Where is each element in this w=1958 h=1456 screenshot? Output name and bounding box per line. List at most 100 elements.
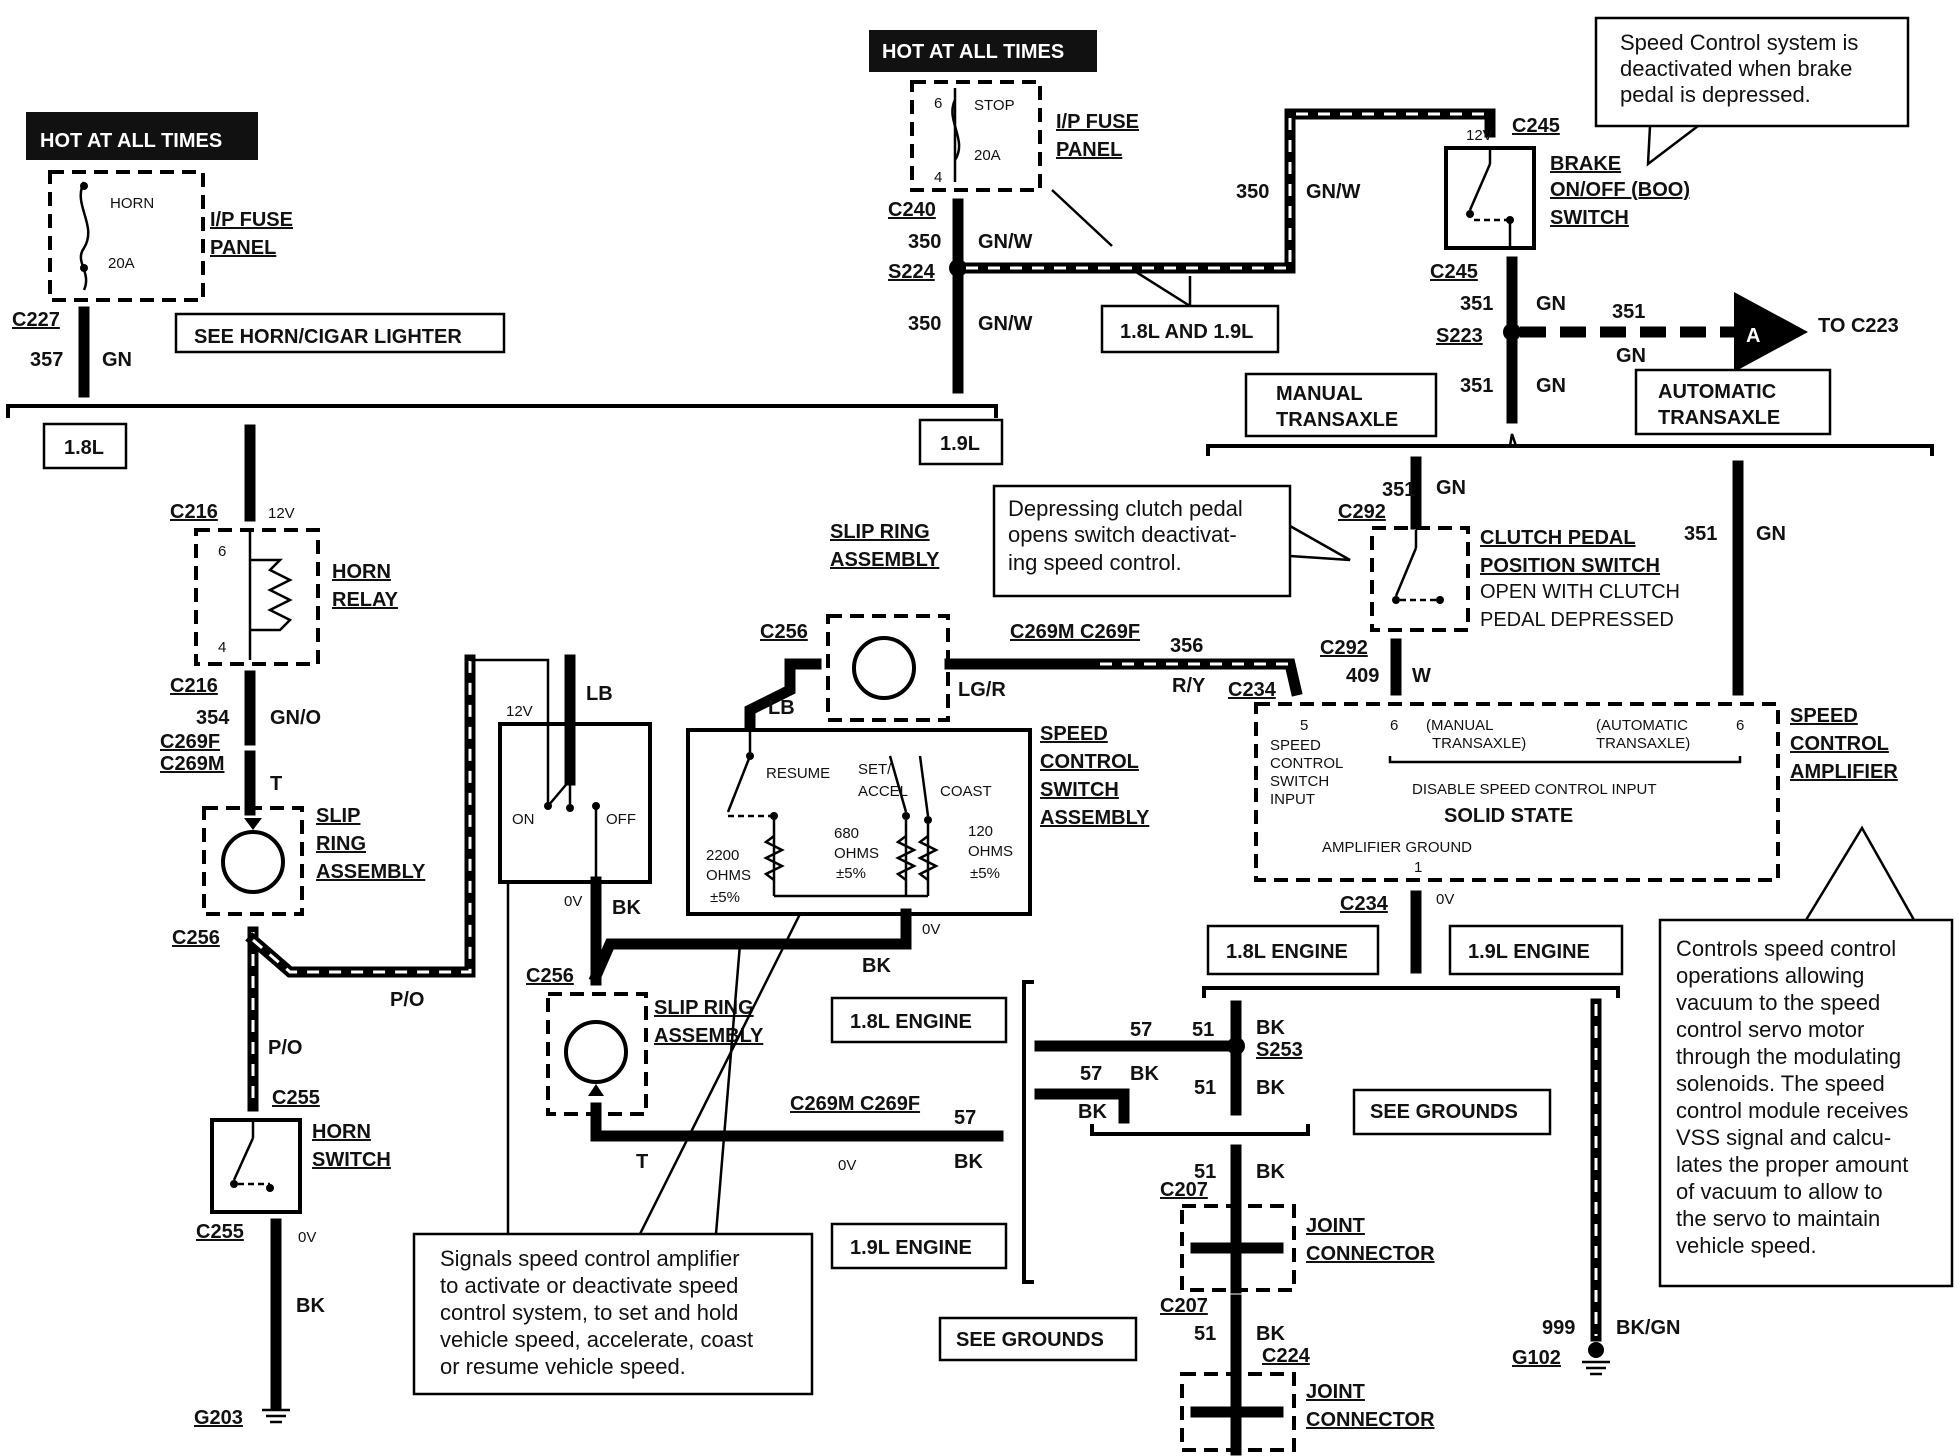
note-amp-l8: VSS signal and calcu- bbox=[1676, 1125, 1891, 1150]
slip-ring-top bbox=[826, 614, 950, 722]
label-po-b: P/O bbox=[268, 1037, 302, 1059]
note-amp-l9: lates the proper amount bbox=[1676, 1152, 1908, 1177]
onoff-on: ON bbox=[512, 811, 535, 828]
horn-relay: 6 4 bbox=[194, 528, 320, 666]
label-51b: 51 bbox=[1194, 1077, 1216, 1099]
amp-input-l3: SWITCH bbox=[1270, 773, 1329, 790]
label-c224: C224 bbox=[1262, 1345, 1311, 1367]
scs-l4: ASSEMBLY bbox=[1040, 807, 1150, 829]
note-amp: Controls speed control operations allowi… bbox=[1658, 825, 1954, 1288]
sw-set: SET/ bbox=[858, 761, 892, 778]
see-grounds-b: SEE GROUNDS bbox=[1370, 1101, 1518, 1123]
horn-relay-l1: HORN bbox=[332, 561, 391, 583]
note-switch-l1: Signals speed control amplifier bbox=[440, 1246, 740, 1271]
label-c207a: C207 bbox=[1160, 1179, 1208, 1201]
label-s224: S224 bbox=[888, 261, 936, 283]
fuse-left-label2: PANEL bbox=[210, 237, 276, 259]
label-351c: 351 bbox=[1612, 301, 1645, 323]
label-0v-bot: 0V bbox=[838, 1157, 856, 1174]
label-g203: G203 bbox=[194, 1407, 243, 1429]
label-bkgn: BK/GN bbox=[1616, 1317, 1680, 1339]
note-amp-l7: control module receives bbox=[1676, 1098, 1908, 1123]
brake-l1: BRAKE bbox=[1550, 153, 1621, 175]
label-51a: 51 bbox=[1192, 1019, 1214, 1041]
label-gno: GN/O bbox=[270, 707, 321, 729]
speed-control-amplifier: 5 6 6 SPEED CONTROL SWITCH INPUT (MANUAL… bbox=[1254, 702, 1780, 882]
clutch-l2: POSITION SWITCH bbox=[1480, 555, 1660, 577]
label-c255b: C255 bbox=[196, 1221, 244, 1243]
manual-l1: MANUAL bbox=[1276, 383, 1363, 405]
note-brake: Speed Control system is deactivated when… bbox=[1594, 16, 1910, 167]
joint-a-l2: CONNECTOR bbox=[1306, 1243, 1435, 1265]
fuse-mid-rating: 20A bbox=[974, 147, 1001, 164]
amp-pin5: 5 bbox=[1300, 717, 1308, 734]
relay-pin4: 4 bbox=[218, 639, 226, 656]
note-clutch: Depressing clutch pedal opens switch dea… bbox=[992, 484, 1351, 598]
onoff-12v: 12V bbox=[506, 703, 533, 720]
note-switch-l5: or resume vehicle speed. bbox=[440, 1354, 686, 1379]
fuse-left-label1: I/P FUSE bbox=[210, 209, 293, 231]
amp-pin6b: 6 bbox=[1736, 717, 1744, 734]
label-51d: 51 bbox=[1194, 1323, 1216, 1345]
note-switch: Signals speed control amplifier to activ… bbox=[412, 1232, 814, 1396]
label-356: 356 bbox=[1170, 635, 1203, 657]
res1-t: ±5% bbox=[836, 865, 866, 882]
label-351e: 351 bbox=[1382, 479, 1415, 501]
label-c234b: C234 bbox=[1340, 893, 1389, 915]
scs-l2: CONTROL bbox=[1040, 751, 1139, 773]
label-bk-d: BK bbox=[1256, 1077, 1285, 1099]
horn-switch bbox=[210, 1118, 302, 1214]
note-amp-l11: the servo to maintain bbox=[1676, 1206, 1880, 1231]
see-horn-text: SEE HORN/CIGAR LIGHTER bbox=[194, 326, 462, 348]
label-gn-357: GN bbox=[102, 349, 132, 371]
brake-l2: ON/OFF (BOO) bbox=[1550, 179, 1690, 201]
note-clutch-l3: ing speed control. bbox=[1008, 550, 1182, 575]
label-c255a: C255 bbox=[272, 1087, 320, 1109]
label-bk-57a: BK bbox=[954, 1151, 983, 1173]
label-lb-b: LB bbox=[768, 697, 795, 719]
amp-gnd: AMPLIFIER GROUND bbox=[1322, 839, 1472, 856]
hot-header-mid: HOT AT ALL TIMES bbox=[869, 30, 1097, 72]
note-amp-l10: of vacuum to allow to bbox=[1676, 1179, 1883, 1204]
label-t-a: T bbox=[270, 773, 282, 795]
label-357: 357 bbox=[30, 349, 63, 371]
label-51c: 51 bbox=[1194, 1161, 1216, 1183]
slip-ring-l2: RING bbox=[316, 833, 366, 855]
eng18-box-a: 1.8L ENGINE bbox=[850, 1011, 972, 1033]
sw-coast: COAST bbox=[940, 783, 992, 800]
on-off-switch: 12V ON OFF 0V bbox=[498, 654, 652, 910]
amp-manual-l1: (MANUAL bbox=[1426, 717, 1494, 734]
relay-pin1: 6 bbox=[218, 543, 226, 560]
clutch-l1: CLUTCH PEDAL bbox=[1480, 527, 1636, 549]
clutch-l4: PEDAL DEPRESSED bbox=[1480, 609, 1674, 631]
label-g102: G102 bbox=[1512, 1347, 1561, 1369]
brake-12v: 12V bbox=[1466, 127, 1493, 144]
label-c207b: C207 bbox=[1160, 1295, 1208, 1317]
note-switch-l3: control system, to set and hold bbox=[440, 1300, 738, 1325]
label-c256b: C256 bbox=[760, 621, 808, 643]
speed-control-switch-assembly: RESUME SET/ ACCEL COAST 2200 OHMS ±5% 68… bbox=[686, 728, 1032, 916]
note-amp-l1: Controls speed control bbox=[1676, 936, 1896, 961]
label-12v-relay: 12V bbox=[268, 505, 295, 522]
note-amp-l5: through the modulating bbox=[1676, 1044, 1901, 1069]
fuse-mid-pin-bot: 4 bbox=[934, 169, 942, 186]
res1-u: OHMS bbox=[834, 845, 879, 862]
label-w: W bbox=[1412, 665, 1431, 687]
label-gn-351d: GN bbox=[1756, 523, 1786, 545]
label-gnw-a: GN/W bbox=[978, 231, 1033, 253]
horn-switch-l2: SWITCH bbox=[312, 1149, 391, 1171]
note-amp-l3: vacuum to the speed bbox=[1676, 990, 1880, 1015]
note-amp-l4: control servo motor bbox=[1676, 1017, 1864, 1042]
to-c223: TO C223 bbox=[1818, 315, 1899, 337]
engine-18: 1.8L bbox=[64, 437, 104, 459]
horn-switch-l1: HORN bbox=[312, 1121, 371, 1143]
label-c216b: C216 bbox=[170, 675, 218, 697]
label-350a: 350 bbox=[908, 231, 941, 253]
sca-l3: AMPLIFIER bbox=[1790, 761, 1898, 783]
res2-t: ±5% bbox=[970, 865, 1000, 882]
manual-l2: TRANSAXLE bbox=[1276, 409, 1398, 431]
horn-relay-l2: RELAY bbox=[332, 589, 399, 611]
label-c269m3: C269M C269F bbox=[790, 1093, 920, 1115]
amp-input-l4: INPUT bbox=[1270, 791, 1315, 808]
